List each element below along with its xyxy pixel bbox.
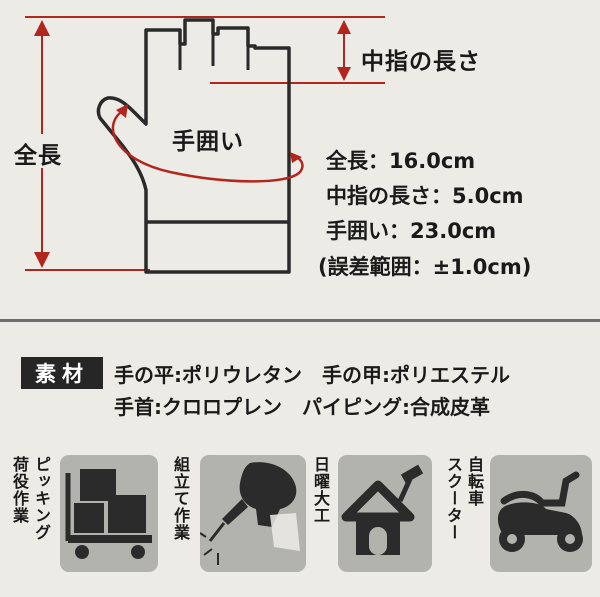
- total-length-arrow-head-up: [34, 20, 50, 36]
- hand-circumference-arrow-head: [290, 152, 302, 163]
- hand-circumference-arrow-head: [116, 104, 128, 118]
- material-tag: 素材: [21, 357, 103, 389]
- doghouse-hammer-icon: [341, 464, 424, 555]
- spec-total-length: 全長：16.0cm: [326, 149, 476, 173]
- cart-boxes-icon: [65, 469, 152, 559]
- section-divider: [0, 319, 600, 322]
- hand-circumference-label: 手囲い: [172, 129, 244, 155]
- use-label-diy: 日曜大工: [311, 456, 330, 524]
- use-label-assembly: 組立て作業: [171, 456, 190, 541]
- use-label-bicycle: 自転車: [465, 456, 484, 507]
- use-tile-doghouse: [338, 455, 432, 572]
- use-tile-scooter: [490, 455, 592, 572]
- use-label-scooter: スクーター: [444, 456, 463, 541]
- use-label-cargo: 荷役作業: [10, 456, 29, 524]
- material-line-1: 手の平:ポリウレタン 手の甲:ポリエステル: [114, 363, 510, 387]
- scooter-icon: [497, 471, 583, 552]
- use-label-picking: ピッキング: [32, 456, 51, 541]
- drill-icon: [200, 462, 300, 565]
- total-length-arrow-head-down: [34, 252, 50, 268]
- use-tile-drill: [200, 455, 306, 572]
- middle-finger-arrow-head-down: [337, 67, 351, 81]
- hand-circumference-loop: [111, 108, 304, 183]
- spec-tolerance: (誤差範囲：±1.0cm): [318, 255, 532, 279]
- material-line-2: 手首:クロロプレン パイピング:合成皮革: [114, 395, 490, 419]
- total-length-label: 全長: [14, 143, 62, 169]
- spec-middle-finger: 中指の長さ：5.0cm: [326, 184, 524, 208]
- glove-size-diagram: [25, 16, 385, 274]
- spec-hand-circumference: 手囲い：23.0cm: [326, 219, 497, 243]
- use-tile-cart: [60, 455, 158, 572]
- middle-finger-label: 中指の長さ: [361, 49, 481, 75]
- middle-finger-arrow-head-up: [337, 20, 351, 34]
